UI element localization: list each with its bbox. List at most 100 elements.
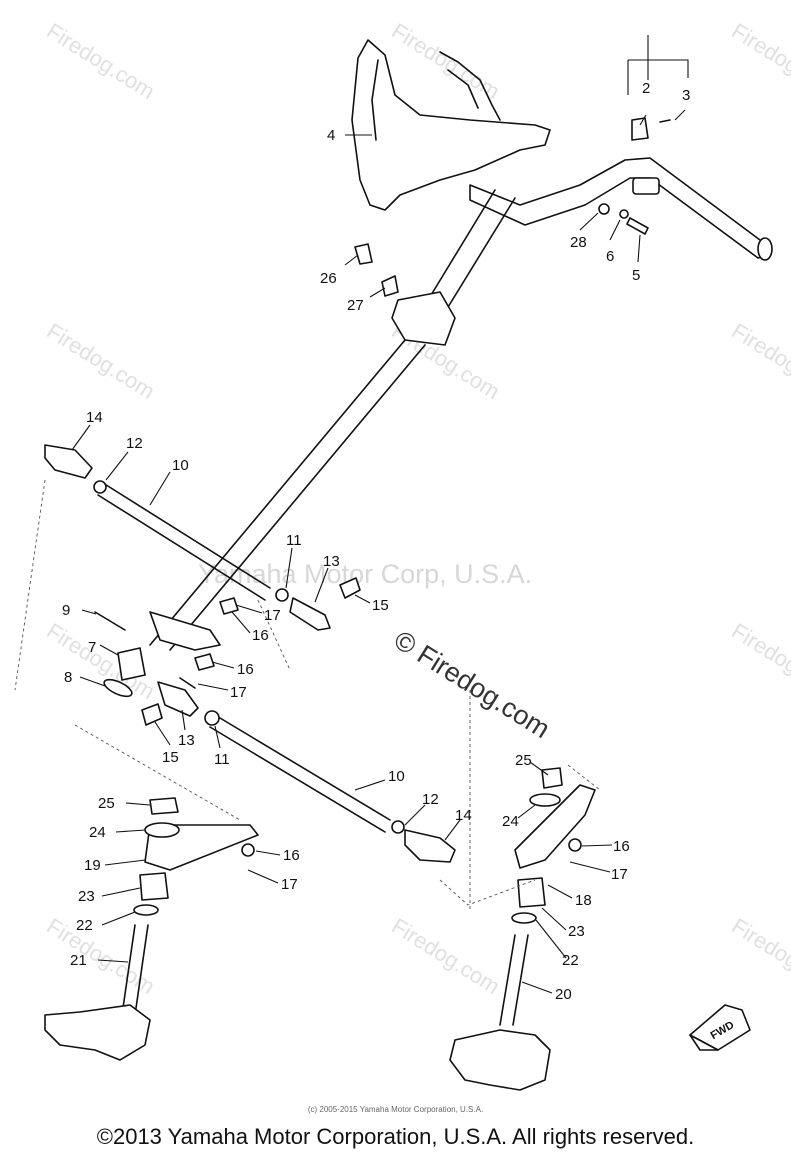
guide-line bbox=[439, 879, 536, 906]
callout-24-left: 24 bbox=[89, 824, 106, 841]
leader bbox=[517, 804, 536, 819]
washer-22-left bbox=[133, 904, 159, 916]
watermark-firedog: Firedog.com bbox=[727, 318, 791, 404]
watermark-firedog: Firedog.com bbox=[42, 913, 159, 999]
plate-27 bbox=[381, 275, 399, 297]
tie-rod-upper-top bbox=[102, 482, 271, 589]
left-spindle-assembly bbox=[44, 797, 259, 1061]
callout-24-right: 24 bbox=[502, 813, 519, 830]
callout-16-right-arm: 16 bbox=[613, 838, 630, 855]
seat-edge bbox=[371, 59, 379, 141]
callout-16-upper: 16 bbox=[252, 627, 269, 644]
leader bbox=[529, 761, 549, 776]
callout-16-left-arm: 16 bbox=[283, 847, 300, 864]
guide-line bbox=[257, 599, 291, 671]
callout-20: 20 bbox=[555, 986, 572, 1003]
callout-17-right-arm: 17 bbox=[611, 866, 628, 883]
leader bbox=[609, 219, 621, 241]
copyright-footer: ©2013 Yamaha Motor Corporation, U.S.A. A… bbox=[96, 1124, 695, 1149]
washer-8 bbox=[103, 678, 133, 698]
tie-rod-upper-bottom bbox=[97, 494, 266, 601]
bolt-15-lower bbox=[141, 703, 163, 726]
tie-rod-end-14-right bbox=[404, 829, 456, 863]
tie-rod-lower-bottom bbox=[209, 726, 386, 833]
callout-16-middle: 16 bbox=[237, 661, 254, 678]
leader bbox=[149, 471, 171, 506]
leader bbox=[354, 594, 371, 604]
callout-4: 4 bbox=[327, 127, 335, 144]
clamp bbox=[632, 177, 660, 195]
callout-11-upper: 11 bbox=[286, 532, 302, 549]
watermark-firedog: Firedog.com bbox=[42, 318, 159, 404]
callout-23-left: 23 bbox=[78, 888, 95, 905]
watermark-firedog: Firedog.com bbox=[387, 18, 504, 104]
callout-23-right: 23 bbox=[568, 923, 585, 940]
leader bbox=[99, 644, 119, 656]
leader bbox=[181, 709, 186, 731]
watermark-firedog: Firedog.com bbox=[727, 18, 791, 104]
leader bbox=[79, 676, 106, 687]
column-upper-left bbox=[424, 189, 496, 306]
callout-17-upper: 17 bbox=[264, 607, 281, 624]
callout-13-upper: 13 bbox=[323, 553, 340, 570]
tie-rod-end-13-upper bbox=[289, 597, 331, 631]
callout-22-left: 22 bbox=[76, 917, 93, 934]
leader bbox=[535, 919, 567, 959]
tie-rod-lower-top bbox=[214, 714, 391, 821]
spindle-20-right bbox=[512, 934, 529, 1026]
callout-25-right: 25 bbox=[515, 752, 532, 769]
spindle-21-right bbox=[134, 924, 149, 1016]
leader bbox=[197, 683, 229, 691]
watermark-firedog-center: © Firedog.com bbox=[389, 625, 555, 744]
locknut-12-right bbox=[391, 820, 405, 834]
callout-14-left: 14 bbox=[86, 409, 103, 426]
spindle-20-left bbox=[499, 934, 516, 1026]
leader bbox=[211, 661, 235, 669]
leader bbox=[314, 567, 329, 603]
fwd-arrow-head bbox=[689, 1034, 719, 1051]
bracket-1 bbox=[627, 35, 689, 95]
leader bbox=[547, 884, 573, 899]
nut-25-left bbox=[149, 797, 179, 815]
callout-21: 21 bbox=[70, 952, 87, 969]
locknut-11-lower bbox=[204, 710, 220, 726]
leader bbox=[579, 212, 599, 231]
callout-11-lower: 11 bbox=[214, 751, 230, 768]
leader bbox=[97, 959, 129, 963]
callout-12-left: 12 bbox=[126, 435, 143, 452]
callout-12-right: 12 bbox=[422, 791, 439, 808]
watermark-corp: Yamaha Motor Corp, U.S.A. bbox=[198, 559, 532, 589]
locknut-12-left bbox=[93, 480, 107, 494]
guide-line bbox=[74, 724, 241, 821]
small-copyright: (c) 2005-2015 Yamaha Motor Corporation, … bbox=[307, 1105, 484, 1114]
callout-17-left-arm: 17 bbox=[281, 876, 298, 893]
leader bbox=[255, 850, 281, 856]
callout-3: 3 bbox=[682, 87, 690, 104]
leader bbox=[247, 869, 279, 884]
leader bbox=[541, 907, 567, 931]
bolt-17-lower bbox=[179, 677, 196, 689]
leader bbox=[81, 609, 97, 615]
watermark-firedog: Firedog.com bbox=[727, 618, 791, 704]
leader bbox=[231, 611, 251, 634]
column-lower-left bbox=[149, 339, 406, 646]
tie-rod-end-14-left bbox=[44, 444, 93, 479]
leader bbox=[71, 424, 91, 451]
callout-5: 5 bbox=[632, 267, 640, 284]
leader bbox=[569, 861, 611, 873]
callout-28: 28 bbox=[570, 234, 587, 251]
callout-8: 8 bbox=[64, 669, 72, 686]
leader bbox=[674, 109, 686, 121]
leader bbox=[354, 779, 386, 791]
knuckle-arm-19 bbox=[144, 824, 259, 871]
leader bbox=[521, 981, 553, 994]
column-upper-right bbox=[444, 197, 516, 313]
leader bbox=[637, 234, 641, 263]
guide-line bbox=[14, 479, 46, 691]
spring-23-right bbox=[517, 877, 546, 908]
callout-10-lower: 10 bbox=[388, 768, 405, 785]
washer-24-left bbox=[144, 822, 180, 838]
washer-22-right bbox=[511, 912, 537, 924]
watermark-firedog: Firedog.com bbox=[42, 18, 159, 104]
